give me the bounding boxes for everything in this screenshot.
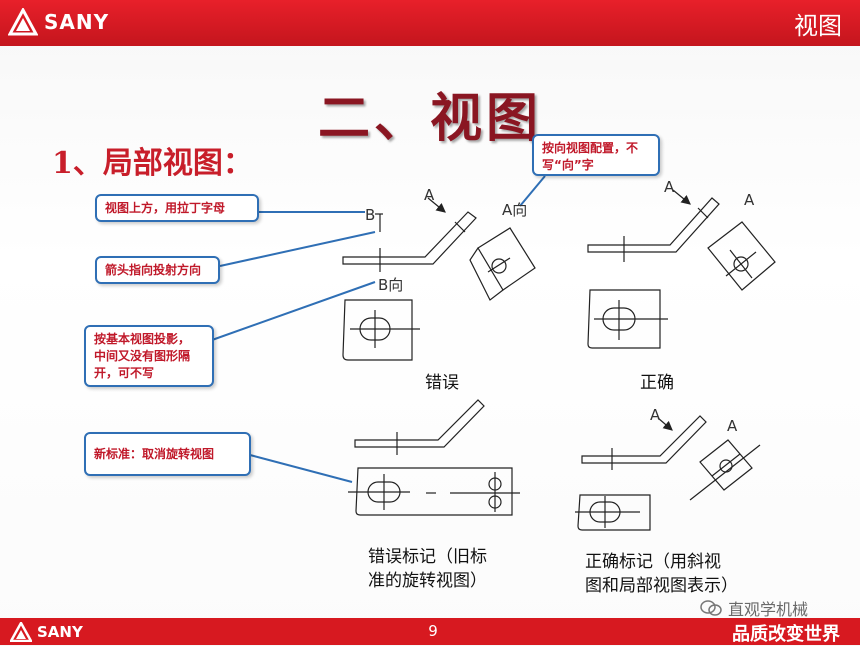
section-heading: 1、局部视图： — [52, 146, 253, 181]
drawing-bottom-right-oblique-view — [689, 439, 761, 501]
leader-line-new-standard — [249, 454, 353, 483]
callout-letter-above-text: 视图上方，用拉丁字母 — [105, 201, 226, 215]
sany-logo: SANY — [8, 8, 109, 36]
callout-basic-view-line1: 按基本视图投影， — [94, 332, 191, 346]
callout-basic-view-line3: 开，可不写 — [94, 366, 155, 380]
drawing-right-local-view — [587, 289, 668, 349]
caption-right-mark-line2: 图和局部视图表示） — [585, 576, 738, 596]
caption-wrong: 错误 — [425, 373, 459, 393]
callout-new-standard: 新标准：取消旋转视图 — [84, 432, 251, 476]
caption-wrong-mark: 错误标记（旧标 准的旋转视图） — [368, 545, 487, 593]
arrow-a-wrong — [427, 197, 446, 213]
drawing-bottom-right-local-view — [575, 494, 651, 531]
label-b: B — [365, 206, 375, 224]
header-bar: SANY 视图 — [0, 0, 860, 46]
callout-direction-config-line2: 写“向”字 — [542, 158, 594, 172]
callout-basic-view-line2: 中间又没有图形隔 — [94, 349, 191, 363]
drawing-bottom-left-rotated-view — [348, 467, 520, 516]
leader-line-direction — [519, 175, 546, 207]
callout-arrow-direction-text: 箭头指向投射方向 — [105, 263, 202, 277]
callout-direction-config: 按向视图配置，不 写“向”字 — [532, 134, 660, 176]
footer-logo: SANY — [10, 622, 83, 642]
callout-arrow-direction: 箭头指向投射方向 — [95, 256, 220, 284]
footer-bar: SANY 9 品质改变世界 — [0, 618, 860, 645]
drawing-bottom-right-bent-plate — [581, 415, 707, 470]
callout-basic-view: 按基本视图投影， 中间又没有图形隔 开，可不写 — [84, 325, 214, 387]
drawing-wrong-rotated-square — [469, 227, 536, 301]
label-a-xiang: A向 — [502, 201, 527, 219]
leader-line-basic — [211, 281, 376, 341]
label-a-bottom-view: A — [727, 417, 738, 435]
slide-title: 二、视图 — [317, 88, 542, 149]
caption-right-mark: 正确标记（用斜视 图和局部视图表示） — [585, 550, 738, 598]
caption-right-mark-line1: 正确标记（用斜视 — [585, 552, 721, 572]
label-a-wrong: A — [424, 186, 435, 204]
caption-wrong-mark-line2: 准的旋转视图） — [368, 571, 487, 591]
callout-direction-config-line1: 按向视图配置，不 — [542, 141, 639, 155]
drawing-wrong-bent-plate — [342, 211, 477, 272]
callout-letter-above: 视图上方，用拉丁字母 — [95, 194, 259, 222]
drawing-right-oblique-view — [707, 221, 776, 291]
arrow-a-right — [672, 189, 691, 205]
drawing-wrong-b-view — [342, 299, 420, 361]
header-title: 视图 — [794, 12, 842, 40]
sany-triangle-icon — [8, 8, 38, 36]
drawing-bottom-left-bent-plate — [354, 399, 485, 455]
footer-slogan: 品质改变世界 — [732, 624, 840, 645]
callout-new-standard-text: 新标准：取消旋转视图 — [94, 447, 215, 461]
watermark-text: 直观学机械 — [728, 600, 809, 619]
label-b-xiang: B向 — [378, 276, 403, 294]
label-a-right-view: A — [744, 191, 755, 209]
caption-right: 正确 — [640, 373, 674, 393]
wechat-icon — [700, 600, 722, 616]
leader-line-arrow — [219, 231, 376, 267]
sany-triangle-small-icon — [10, 622, 32, 642]
watermark: 直观学机械 — [700, 596, 808, 620]
arrow-a-bottom — [657, 417, 673, 431]
drawing-right-bent-plate — [587, 197, 720, 262]
page-number: 9 — [428, 622, 438, 640]
caption-wrong-mark-line1: 错误标记（旧标 — [368, 547, 487, 567]
logo-text: SANY — [44, 10, 110, 34]
label-a-bottom-arrow: A — [650, 406, 661, 424]
label-a-right-arrow: A — [664, 178, 675, 196]
footer-logo-text: SANY — [37, 623, 83, 641]
